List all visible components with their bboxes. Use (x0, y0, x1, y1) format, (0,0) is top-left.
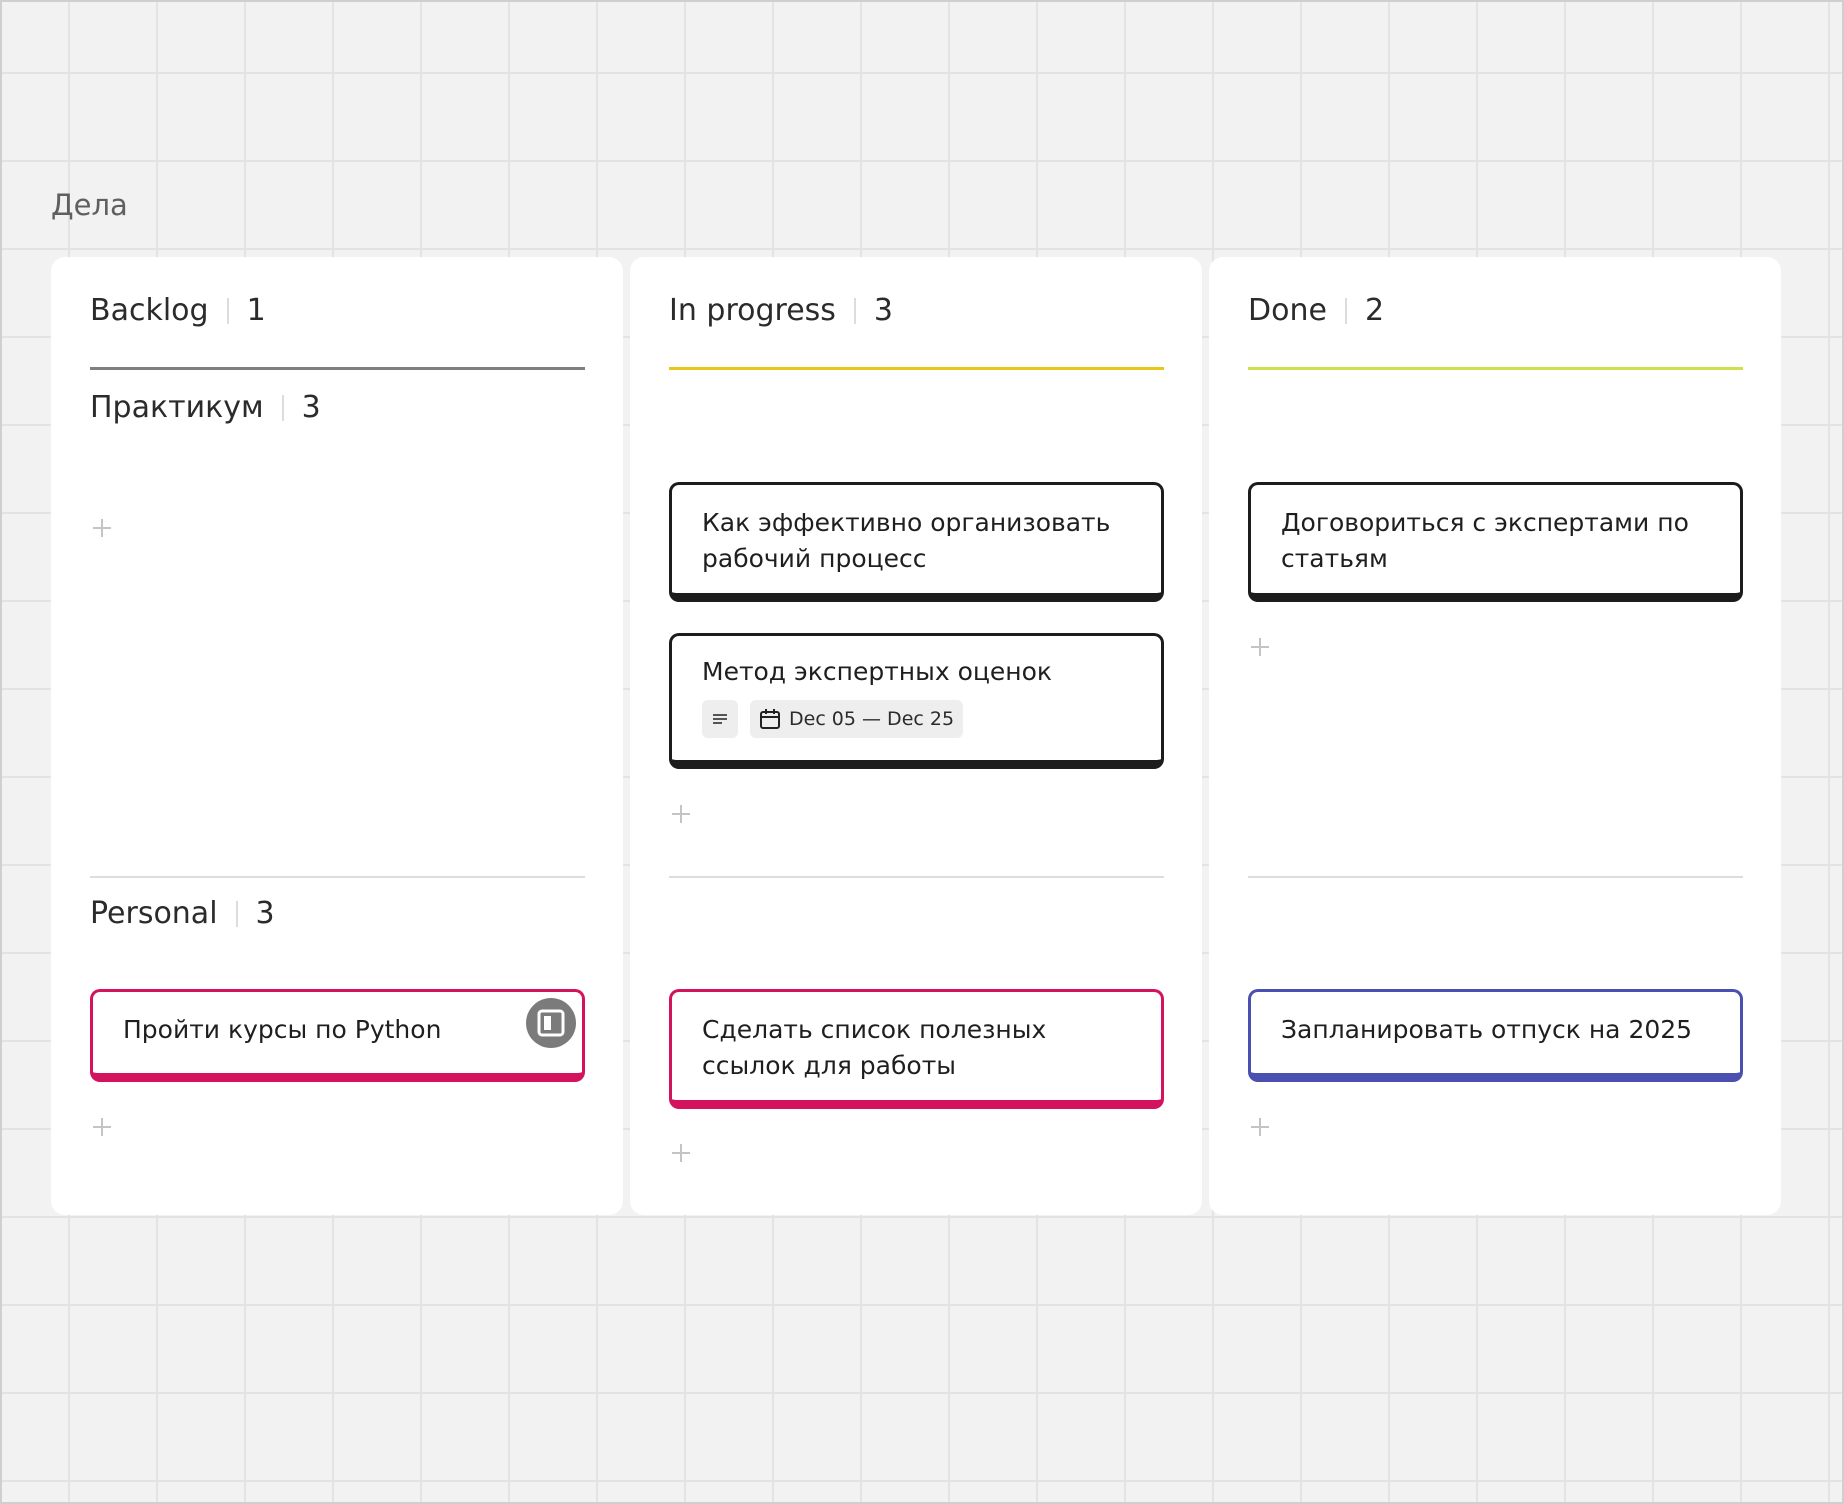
column-backlog: Backlog 1 Практикум 3 Personal 3 Пройти … (51, 257, 623, 1215)
add-card-button[interactable] (669, 802, 693, 826)
header-separator (235, 900, 238, 927)
group-header-personal[interactable]: Personal 3 (90, 896, 275, 931)
header-separator (1344, 297, 1347, 324)
card-meta: Dec 05 — Dec 25 (702, 700, 1131, 738)
group-divider (90, 876, 585, 878)
card-text: Метод экспертных оценок (702, 657, 1053, 686)
card-text: Сделать список полезных ссылок для работ… (702, 1015, 1047, 1080)
card[interactable]: Запланировать отпуск на 2025 (1248, 989, 1743, 1082)
column-title: Backlog (90, 293, 209, 328)
card[interactable]: Метод экспертных оценок (669, 633, 1164, 769)
group-count: 3 (255, 896, 275, 931)
card-text: Запланировать отпуск на 2025 (1281, 1015, 1693, 1044)
group-title: Практикум (90, 390, 264, 425)
panel-icon[interactable] (526, 998, 576, 1048)
card[interactable]: Как эффективно организовать рабочий проц… (669, 482, 1164, 602)
column-underline (669, 367, 1164, 370)
add-card-button[interactable] (90, 1115, 114, 1139)
board-title: Дела (51, 188, 128, 222)
card-text: Договориться с экспертами по статьям (1281, 508, 1689, 573)
column-underline (90, 367, 585, 370)
date-badge[interactable]: Dec 05 — Dec 25 (750, 700, 964, 738)
text-lines-icon (711, 710, 729, 728)
column-header-backlog[interactable]: Backlog 1 (90, 293, 266, 328)
column-done: Done 2 Договориться с экспертами по стат… (1209, 257, 1781, 1215)
card[interactable]: Сделать список полезных ссылок для работ… (669, 989, 1164, 1109)
card[interactable]: Договориться с экспертами по статьям (1248, 482, 1743, 602)
card[interactable]: Пройти курсы по Python (90, 989, 585, 1082)
add-card-button[interactable] (1248, 635, 1272, 659)
column-in-progress: In progress 3 Как эффективно организоват… (630, 257, 1202, 1215)
column-header-in-progress[interactable]: In progress 3 (669, 293, 893, 328)
calendar-icon (759, 708, 781, 730)
header-separator (226, 297, 229, 324)
header-separator (853, 297, 856, 324)
add-card-button[interactable] (669, 1141, 693, 1165)
column-underline (1248, 367, 1743, 370)
header-separator (281, 394, 284, 421)
group-divider (1248, 876, 1743, 878)
add-card-button[interactable] (1248, 1115, 1272, 1139)
add-card-button[interactable] (90, 516, 114, 540)
card-text: Как эффективно организовать рабочий проц… (702, 508, 1111, 573)
group-divider (669, 876, 1164, 878)
column-header-done[interactable]: Done 2 (1248, 293, 1384, 328)
card-text: Пройти курсы по Python (123, 1015, 442, 1044)
group-count: 3 (301, 390, 321, 425)
date-range: Dec 05 — Dec 25 (789, 708, 955, 730)
column-count: 1 (246, 293, 266, 328)
column-count: 3 (873, 293, 893, 328)
column-count: 2 (1364, 293, 1385, 328)
column-title: Done (1248, 293, 1327, 328)
description-badge[interactable] (702, 700, 738, 738)
group-header-praktikum[interactable]: Практикум 3 (90, 390, 321, 425)
column-title: In progress (669, 293, 836, 328)
group-title: Personal (90, 896, 218, 931)
